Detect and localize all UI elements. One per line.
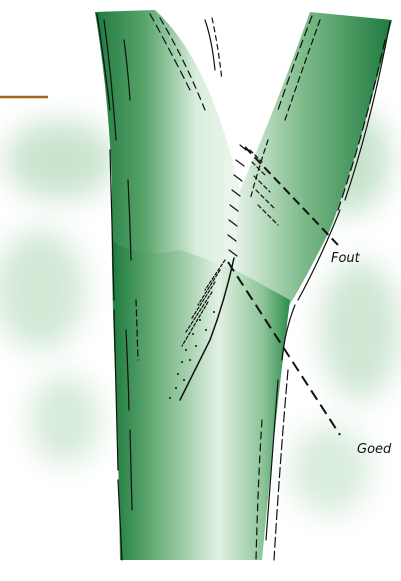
wrong-cut-label: Fout [331,251,361,266]
correct-cut-label: Goed [357,442,392,457]
